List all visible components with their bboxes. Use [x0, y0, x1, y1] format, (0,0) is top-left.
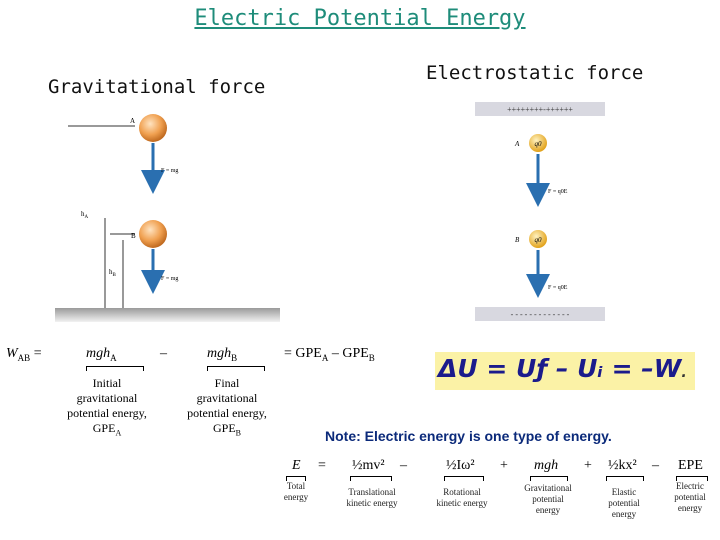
- force-label-b-e: F = q0E: [548, 285, 568, 291]
- energy-plus1: +: [500, 458, 508, 473]
- ball-a: [139, 114, 167, 142]
- gravitational-force-heading: Gravitational force: [48, 76, 266, 98]
- positive-plate-signs: ++++++++-++++++: [507, 105, 573, 114]
- energy-e: E: [292, 458, 301, 473]
- electrostatic-diagram: ++++++++-++++++ A q0 F = q0E B q0 F = q0…: [475, 102, 605, 321]
- force-label-a-e: F = q0E: [548, 189, 568, 195]
- energy-eq: =: [318, 458, 326, 473]
- negative-plate: [475, 307, 605, 321]
- delta-u-highlight: [435, 352, 695, 390]
- work-rhs: = GPEA – GPEB: [284, 346, 375, 363]
- label-a: A: [130, 117, 135, 125]
- delta-u-formula: ΔU = Uƒ – Uᵢ = –W.: [438, 354, 687, 383]
- force-label-b: F = mg: [161, 276, 178, 282]
- energy-t2: ½Iω²: [446, 458, 475, 473]
- energy-t2-brace: [444, 476, 484, 481]
- energy-t5: EPE: [678, 458, 703, 473]
- term-mgha: mghA: [86, 346, 117, 363]
- energy-t1-brace: [350, 476, 392, 481]
- ground: [55, 308, 280, 322]
- note-text: Note: Electric energy is one type of ene…: [325, 428, 612, 444]
- work-lhs: WAB =: [6, 346, 42, 363]
- force-label-a: F = mg: [161, 168, 178, 174]
- page-title: Electric Potential Energy: [194, 6, 526, 31]
- energy-e-brace: [286, 476, 306, 481]
- energy-t4-brace: [606, 476, 644, 481]
- charge-b: [529, 230, 547, 248]
- energy-t3-brace: [530, 476, 568, 481]
- charge-a-q: q0: [535, 140, 543, 148]
- negative-plate-signs: - - - - - - - - - - - - -: [511, 310, 570, 319]
- work-minus: –: [160, 346, 167, 361]
- positive-plate: [475, 102, 605, 116]
- charge-b-q: q0: [535, 236, 543, 244]
- charge-a-label: A: [514, 140, 520, 148]
- charge-a: [529, 134, 547, 152]
- energy-t5-brace: [676, 476, 708, 481]
- energy-plus2: +: [584, 458, 592, 473]
- brace-a: [86, 366, 144, 371]
- charge-b-label: B: [515, 236, 520, 244]
- energy-minus1: –: [400, 458, 407, 473]
- energy-t4: ½kx²: [608, 458, 637, 473]
- note-initial-gpe: Initial gravitational potential energy, …: [67, 376, 147, 438]
- electrostatic-force-heading: Electrostatic force: [426, 62, 644, 84]
- term-mghb: mghB: [207, 346, 238, 363]
- label-hb: hB: [109, 268, 117, 278]
- energy-t3: mgh: [534, 458, 559, 473]
- brace-b: [207, 366, 265, 371]
- energy-minus2: –: [652, 458, 659, 473]
- note-final-gpe: Final gravitational potential energy, GP…: [187, 376, 267, 438]
- energy-t1: ½mv²: [352, 458, 385, 473]
- ball-b: [139, 220, 167, 248]
- label-b: B: [131, 232, 136, 240]
- gravitational-diagram: A F = mg hA B hB F = mg: [55, 114, 280, 322]
- label-ha: hA: [81, 210, 89, 220]
